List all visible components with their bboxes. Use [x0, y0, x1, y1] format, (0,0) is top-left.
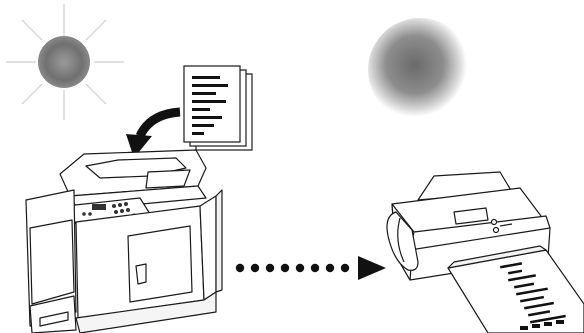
transmission-dot	[326, 264, 334, 272]
sun-icon	[6, 4, 124, 120]
dotted-arrow-icon	[236, 256, 386, 280]
transmission-dot	[341, 264, 349, 272]
moon-icon	[368, 18, 472, 122]
document-stack-icon	[184, 66, 252, 150]
transmission-dot	[236, 264, 244, 272]
transmission-dot	[251, 264, 259, 272]
transmission-dot	[281, 264, 289, 272]
transmission-dot	[311, 264, 319, 272]
transmission-dot	[266, 264, 274, 272]
printed-fax-page-icon	[448, 246, 584, 333]
multifunction-printer-icon	[26, 150, 222, 333]
transmission-dot	[296, 264, 304, 272]
